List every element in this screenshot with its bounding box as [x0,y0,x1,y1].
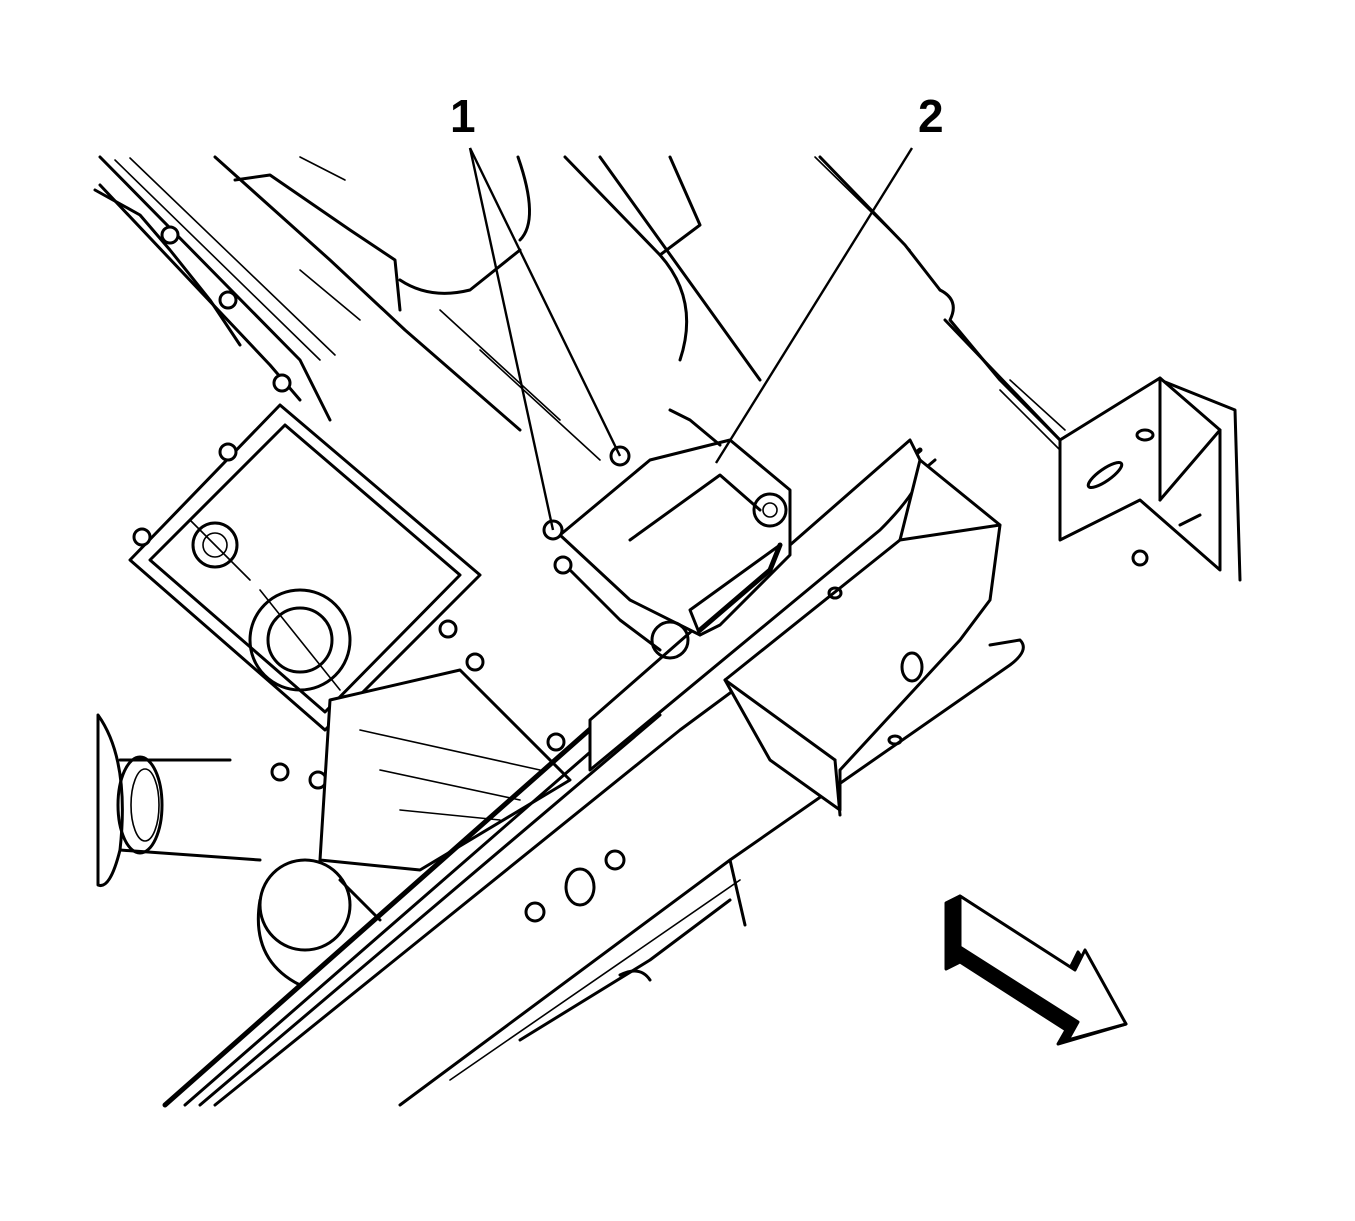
transfer-case [256,668,572,987]
pan-bolts [132,225,566,790]
front-driveshaft [96,713,262,888]
callout-2-leader [714,147,914,464]
floor-pan-upper [213,155,1062,461]
forward-direction-arrow-icon [944,894,1128,1046]
crossmember-box [524,458,1002,923]
right-frame-bracket [943,318,1242,582]
callout-2-label: 2 [918,90,944,142]
component-2-housing [558,408,792,660]
callout-1-leaders [468,147,622,531]
left-frame-rail [93,155,336,422]
callout-1-label: 1 [450,90,476,142]
